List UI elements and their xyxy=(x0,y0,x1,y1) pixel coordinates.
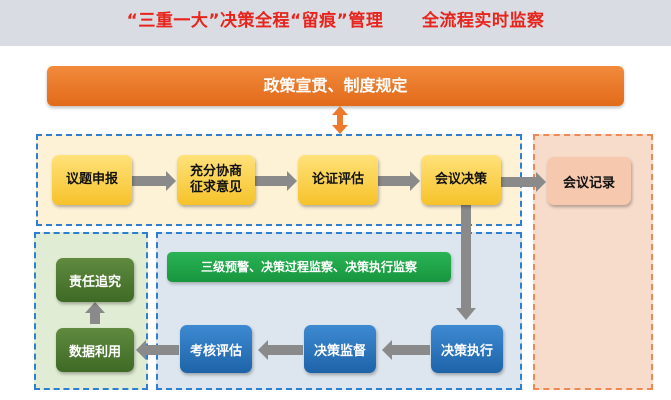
arrow-right-icon xyxy=(377,171,420,191)
arrow-down-icon xyxy=(456,205,476,320)
arrow-left-icon xyxy=(382,340,430,360)
supervision-label: 三级预警、决策过程监察、决策执行监察 xyxy=(167,252,451,282)
execute-step: 决策执行 xyxy=(431,325,503,373)
policy-banner: 政策宣贯、制度规定 xyxy=(47,66,624,106)
consult-step: 充分协商 征求意见 xyxy=(177,155,255,205)
flow-arrow-group xyxy=(85,171,546,360)
arrow-left-icon xyxy=(136,340,179,360)
supervise-step: 决策监督 xyxy=(304,325,376,373)
arrow-right-icon xyxy=(254,171,297,191)
meeting-record-step: 会议记录 xyxy=(547,157,631,205)
evaluate-step: 考核评估 xyxy=(180,325,252,373)
arrow-left-icon xyxy=(258,340,303,360)
data-use-step: 数据利用 xyxy=(56,328,134,372)
header-bar: “三重一大”决策全程“留痕”管理 全流程实时监察 xyxy=(0,0,671,46)
assess-step: 论证评估 xyxy=(298,155,378,205)
meeting-decision-step: 会议决策 xyxy=(421,155,501,205)
accountability-step: 责任追究 xyxy=(56,258,134,302)
arrow-up-icon xyxy=(85,302,105,324)
double-arrow-icon xyxy=(332,106,348,134)
arrow-right-icon xyxy=(500,172,546,192)
topic-declare-step: 议题申报 xyxy=(52,155,132,205)
arrow-right-icon xyxy=(131,171,176,191)
page-title: “三重一大”决策全程“留痕”管理 全流程实时监察 xyxy=(126,11,545,31)
